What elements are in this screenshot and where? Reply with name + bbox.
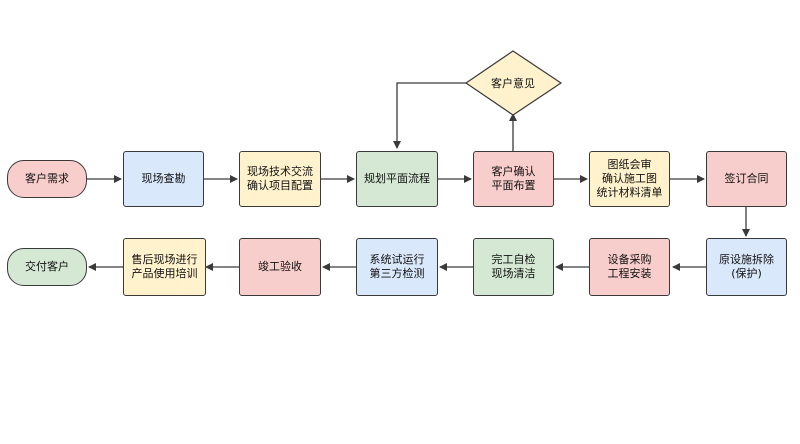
confirm-layout-node[interactable]: 客户确认 平面布置 xyxy=(473,151,554,207)
delivery-node[interactable]: 交付客户 xyxy=(7,248,87,286)
drawing-review-node[interactable]: 图纸会审 确认施工图 统计材料清单 xyxy=(589,151,670,207)
tech-exchange-node[interactable]: 现场技术交流 确认项目配置 xyxy=(239,151,321,207)
arrow-feedback-to-plan xyxy=(393,82,466,149)
procurement-node[interactable]: 设备采购 工程安装 xyxy=(589,238,670,296)
customer-feedback-diamond xyxy=(464,50,563,116)
site-survey-node[interactable]: 现场查勘 xyxy=(123,151,204,207)
sign-contract-node[interactable]: 签订合同 xyxy=(706,151,787,207)
after-sales-node[interactable]: 售后现场进行 产品使用培训 xyxy=(123,238,206,296)
customer-feedback-label[interactable]: 客户意见 xyxy=(491,77,535,90)
demolition-node[interactable]: 原设施拆除 (保护) xyxy=(706,238,787,296)
completion-node[interactable]: 完工自检 现场清洁 xyxy=(473,238,554,296)
acceptance-node[interactable]: 竣工验收 xyxy=(239,238,321,296)
system-test-node[interactable]: 系统试运行 第三方检测 xyxy=(356,238,438,296)
plan-layout-node[interactable]: 规划平面流程 xyxy=(356,151,438,207)
customer-demand-node[interactable]: 客户需求 xyxy=(7,160,87,198)
